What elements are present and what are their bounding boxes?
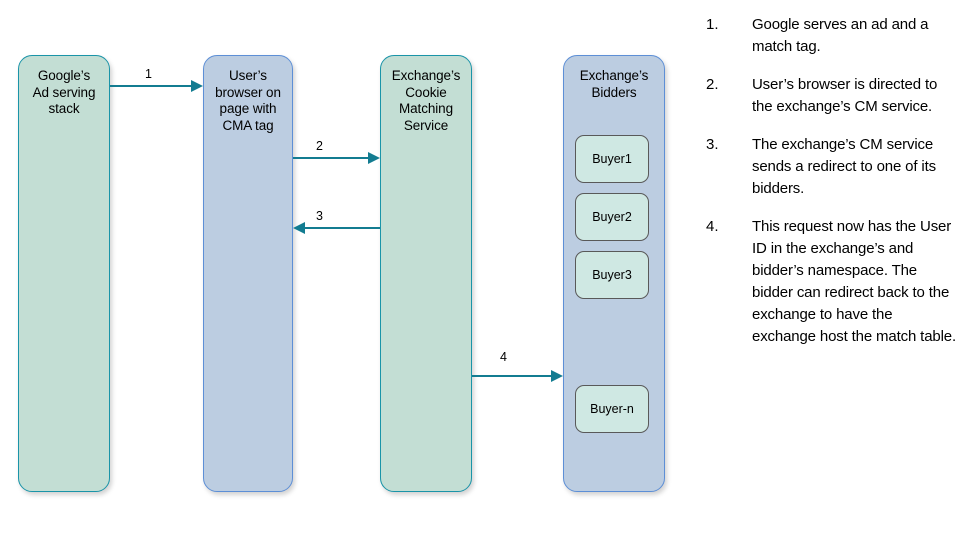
arrow-2-label: 2 bbox=[316, 139, 323, 153]
arrow-4-head-icon bbox=[551, 369, 563, 382]
step-text: The exchange’s CM service sends a redire… bbox=[752, 136, 936, 197]
step-number: 1. bbox=[706, 16, 719, 33]
arrow-3-head-icon bbox=[293, 221, 305, 234]
arrow-1-line bbox=[110, 85, 193, 88]
lane-label: Exchange’s Cookie Matching Service bbox=[391, 68, 461, 133]
arrow-3-line bbox=[303, 227, 380, 230]
buyer-n: Buyer-n bbox=[575, 385, 649, 433]
step-number: 2. bbox=[706, 76, 719, 93]
buyer-3: Buyer3 bbox=[575, 251, 649, 299]
step-item: 4. This request now has the User ID in th… bbox=[706, 216, 956, 348]
step-text: This request now has the User ID in the … bbox=[752, 218, 956, 345]
cookie-matching-diagram: Google’s Ad serving stack User’s browser … bbox=[18, 55, 665, 492]
buyer-1: Buyer1 bbox=[575, 135, 649, 183]
arrow-2-head-icon bbox=[368, 151, 380, 164]
arrow-1-label: 1 bbox=[145, 67, 152, 81]
lane-label: Google’s Ad serving stack bbox=[32, 68, 96, 116]
arrow-1-head-icon bbox=[191, 79, 203, 92]
arrow-4-line bbox=[472, 375, 553, 378]
lane-label: Exchange’s Bidders bbox=[579, 68, 649, 100]
arrow-2-line bbox=[293, 157, 370, 160]
lane-google-ad-serving-stack: Google’s Ad serving stack bbox=[18, 55, 110, 492]
lane-label: User’s browser on page with CMA tag bbox=[215, 68, 281, 133]
step-number: 4. bbox=[706, 218, 719, 235]
step-item: 1. Google serves an ad and a match tag. bbox=[706, 14, 956, 58]
step-item: 2. User’s browser is directed to the exch… bbox=[706, 74, 956, 118]
steps-list: 1. Google serves an ad and a match tag. 2.… bbox=[706, 14, 956, 364]
step-number: 3. bbox=[706, 136, 719, 153]
arrow-3-label: 3 bbox=[316, 209, 323, 223]
step-text: User’s browser is directed to the exchan… bbox=[752, 76, 938, 115]
step-text: Google serves an ad and a match tag. bbox=[752, 16, 929, 55]
lane-exchange-cookie-matching-service: Exchange’s Cookie Matching Service bbox=[380, 55, 472, 492]
lane-user-browser: User’s browser on page with CMA tag bbox=[203, 55, 293, 492]
step-item: 3. The exchange’s CM service sends a redi… bbox=[706, 134, 956, 200]
buyer-2: Buyer2 bbox=[575, 193, 649, 241]
arrow-4-label: 4 bbox=[500, 350, 507, 364]
